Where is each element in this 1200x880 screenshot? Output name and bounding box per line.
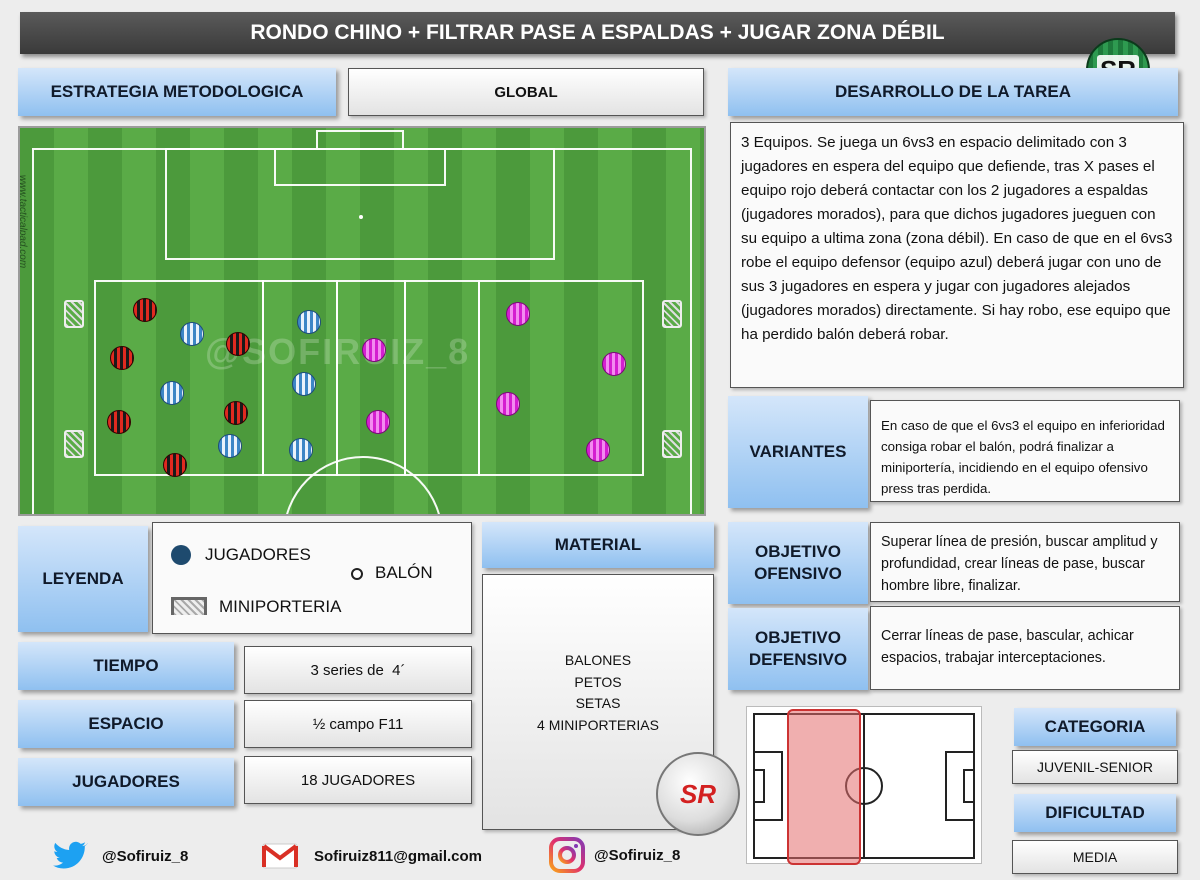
leyenda-miniporteria: MINIPORTERIA — [219, 597, 342, 616]
jugadores-label: JUGADORES — [18, 758, 234, 806]
zone-map-left-goal-area — [753, 769, 765, 803]
leyenda-label: LEYENDA — [18, 526, 148, 632]
tactical-pitch: @SOFIRUIZ_8 www.tacticalpad.com — [18, 126, 706, 516]
material-item: SETAS — [575, 695, 621, 711]
desarrollo-label: DESARROLLO DE LA TAREA — [728, 68, 1178, 116]
mini-goal-icon — [662, 300, 682, 328]
player-purple — [586, 438, 610, 462]
player-blue — [218, 434, 242, 458]
leyenda-balon: BALÓN — [375, 563, 433, 582]
twitter-contact[interactable]: @Sofiruiz_8 — [52, 836, 188, 876]
goal-area — [274, 148, 446, 186]
player-red — [133, 298, 157, 322]
espacio-label: ESPACIO — [18, 700, 234, 748]
player-red — [163, 453, 187, 477]
tiempo-value: 3 series de 4´ — [244, 646, 472, 694]
sr-ball-badge: SR — [656, 752, 740, 836]
player-purple — [362, 338, 386, 362]
ball-icon — [351, 568, 363, 580]
pitch-side-text: www.tacticalpad.com — [18, 174, 29, 269]
leyenda-jugadores: JUGADORES — [205, 545, 311, 564]
dificultad-label: DIFICULTAD — [1014, 794, 1176, 832]
highlighted-zone — [787, 709, 861, 865]
player-blue — [160, 381, 184, 405]
instagram-contact[interactable]: @Sofiruiz_8 — [548, 834, 680, 876]
espacio-value: ½ campo F11 — [244, 700, 472, 748]
penalty-spot — [359, 215, 363, 219]
zone-map-right-goal-area — [963, 769, 975, 803]
categoria-value: JUVENIL-SENIOR — [1012, 750, 1178, 784]
instagram-handle: @Sofiruiz_8 — [594, 846, 681, 864]
variantes-text: En caso de que el 6vs3 el equipo en infe… — [870, 400, 1180, 502]
jugadores-value: 18 JUGADORES — [244, 756, 472, 804]
material-list: BALONES PETOS SETAS 4 MINIPORTERIAS — [482, 574, 714, 830]
dificultad-value: MEDIA — [1012, 840, 1178, 874]
estrategia-label: ESTRATEGIA METODOLOGICA — [18, 68, 336, 116]
email-contact[interactable]: Sofiruiz811@gmail.com — [262, 836, 482, 876]
rondo-zone-center — [336, 280, 406, 476]
player-blue — [289, 438, 313, 462]
player-icon — [171, 545, 191, 565]
objetivo-defensivo-label: OBJETIVO DEFENSIVO — [728, 608, 868, 690]
rondo-zone-middle-right — [404, 280, 480, 476]
twitter-handle: @Sofiruiz_8 — [102, 847, 189, 865]
player-purple — [506, 302, 530, 326]
rondo-zone-right — [478, 280, 644, 476]
objetivo-ofensivo-text: Superar línea de presión, buscar amplitu… — [870, 522, 1180, 602]
instagram-icon — [549, 837, 585, 873]
player-purple — [366, 410, 390, 434]
player-red — [107, 410, 131, 434]
player-purple — [496, 392, 520, 416]
gmail-icon — [262, 843, 298, 869]
material-item: 4 MINIPORTERIAS — [537, 716, 659, 733]
material-item: PETOS — [574, 673, 622, 690]
player-blue — [292, 372, 316, 396]
goal — [316, 130, 404, 150]
mini-goal-icon — [171, 597, 207, 615]
material-item: BALONES — [564, 652, 632, 668]
player-blue — [297, 310, 321, 334]
player-red — [226, 332, 250, 356]
categoria-label: CATEGORIA — [1014, 708, 1176, 746]
mini-goal-icon — [64, 300, 84, 328]
page-title: RONDO CHINO + FILTRAR PASE A ESPALDAS + … — [20, 12, 1175, 54]
player-purple — [602, 352, 626, 376]
player-red — [224, 401, 248, 425]
leyenda-box: JUGADORES BALÓN MINIPORTERIA — [152, 522, 472, 634]
material-label: MATERIAL — [482, 522, 714, 568]
player-blue — [180, 322, 204, 346]
email-address: Sofiruiz811@gmail.com — [314, 847, 483, 865]
objetivo-defensivo-text: Cerrar líneas de pase, bascular, achicar… — [870, 606, 1180, 690]
objetivo-ofensivo-label: OBJETIVO OFENSIVO — [728, 522, 868, 604]
player-red — [110, 346, 134, 370]
pitch-watermark: @SOFIRUIZ_8 — [205, 331, 471, 372]
sr-badge-text: SR — [679, 778, 717, 809]
zone-map-field — [746, 706, 982, 865]
estrategia-value: GLOBAL — [348, 68, 704, 116]
variantes-label: VARIANTES — [728, 396, 868, 508]
tiempo-label: TIEMPO — [18, 642, 234, 690]
mini-goal-icon — [662, 430, 682, 458]
desarrollo-text: 3 Equipos. Se juega un 6vs3 en espacio d… — [730, 122, 1184, 388]
twitter-icon — [53, 841, 88, 869]
mini-goal-icon — [64, 430, 84, 458]
